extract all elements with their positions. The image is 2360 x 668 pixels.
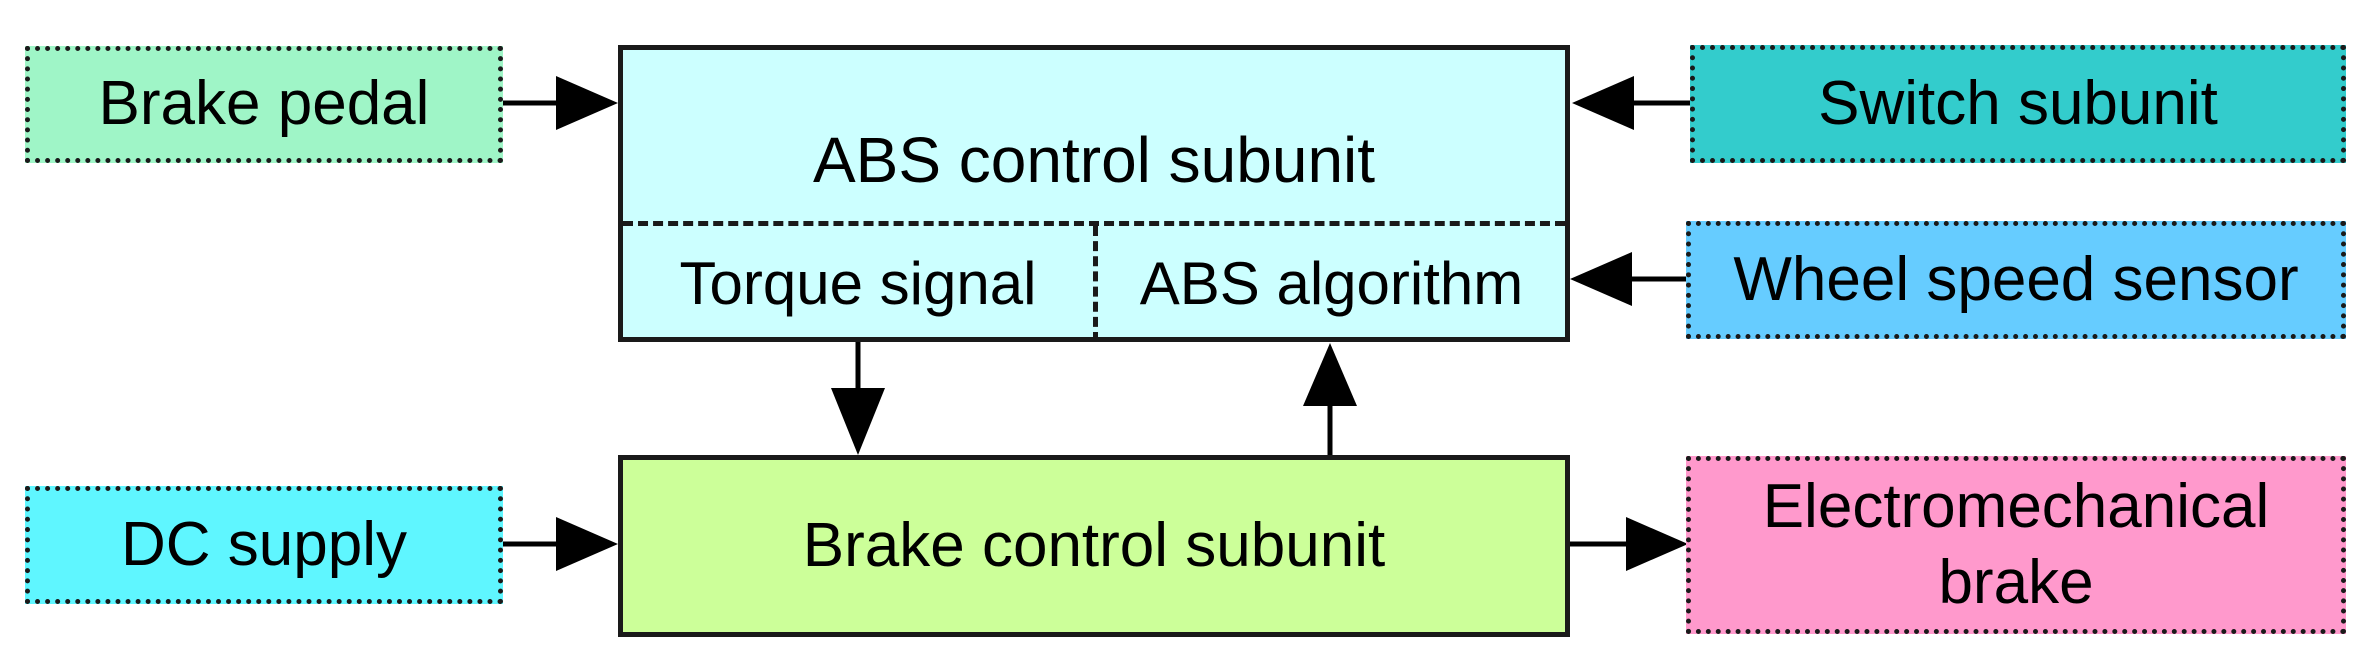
arrow-torque-to-brake-control <box>831 340 885 455</box>
arrow-switch-to-abs <box>1572 76 1690 130</box>
electromechanical-brake-label-line2: brake <box>1938 548 2094 617</box>
abs-control-subunit-node: ABS control subunit Torque signal ABS al… <box>618 45 1570 342</box>
abs-section-divider <box>623 221 1565 226</box>
electromechanical-brake-label-line1: Electromechanical <box>1762 472 2270 542</box>
wheel-speed-sensor-label: Wheel speed sensor <box>1733 244 2299 314</box>
arrow-brake-control-to-electromechanical <box>1570 517 1688 571</box>
arrow-wheel-speed-to-abs-algorithm <box>1570 252 1688 306</box>
brake-pedal-node: Brake pedal <box>25 46 503 163</box>
abs-control-subunit-label: ABS control subunit <box>812 124 1376 196</box>
dc-supply-node: DC supply <box>25 486 503 604</box>
brake-pedal-label: Brake pedal <box>98 69 430 139</box>
wheel-speed-sensor-node: Wheel speed sensor <box>1686 221 2346 339</box>
brake-control-subunit-node: Brake control subunit <box>618 455 1570 637</box>
switch-subunit-node: Switch subunit <box>1690 45 2346 163</box>
abs-algorithm-label: ABS algorithm <box>1139 250 1524 317</box>
torque-signal-label: Torque signal <box>679 250 1037 317</box>
brake-control-subunit-label: Brake control subunit <box>802 510 1386 580</box>
arrow-dc-supply-to-brake-control <box>500 517 618 571</box>
arrow-brake-pedal-to-abs <box>500 76 618 130</box>
dc-supply-label: DC supply <box>121 509 407 579</box>
switch-subunit-label: Switch subunit <box>1818 68 2218 138</box>
electromechanical-brake-node: Electromechanical brake <box>1686 456 2346 634</box>
arrow-brake-control-to-abs-algorithm <box>1303 343 1357 455</box>
abs-subsection-divider <box>1093 226 1098 342</box>
